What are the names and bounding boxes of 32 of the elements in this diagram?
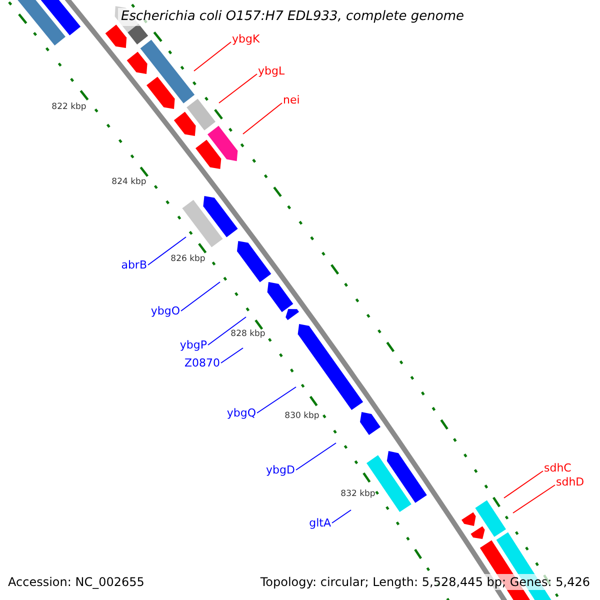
leader-line bbox=[504, 470, 544, 498]
genome-summary-text: Topology: circular; Length: 5,528,445 bp; Genes: 5,426 bbox=[258, 574, 592, 590]
scale-label: 824 kbp bbox=[112, 177, 146, 187]
gene-label: ybgD bbox=[265, 464, 296, 476]
leader-line bbox=[332, 510, 352, 524]
gene-label: Z0870 bbox=[183, 356, 221, 370]
leader-line bbox=[194, 42, 232, 72]
gene-label: abrB bbox=[120, 258, 148, 272]
leader-line bbox=[218, 74, 258, 104]
gene-label: gltA bbox=[308, 516, 332, 530]
scale-label: 826 kbp bbox=[170, 254, 206, 264]
scale-label: 830 kbp bbox=[284, 411, 320, 421]
gene-label: ybgQ bbox=[226, 406, 257, 420]
leader-line bbox=[296, 442, 336, 470]
gene-label: ybgL bbox=[257, 64, 286, 78]
gene-label: sdhD bbox=[555, 475, 586, 488]
gene-label: ybgO bbox=[150, 304, 181, 318]
scale-label: 822 kbp bbox=[52, 102, 86, 112]
scale-label: 832 kbp bbox=[340, 489, 376, 499]
leader-line bbox=[242, 102, 282, 134]
leader-line bbox=[148, 236, 186, 266]
gene-label: nei bbox=[282, 93, 301, 106]
leader-line bbox=[220, 348, 244, 364]
leader-line bbox=[208, 316, 246, 346]
gene-label: ybgP bbox=[178, 338, 208, 352]
leader-line bbox=[180, 282, 220, 312]
leader-line bbox=[256, 386, 296, 414]
leader-line bbox=[512, 484, 556, 514]
gene-label: ybgK bbox=[231, 32, 261, 46]
accession-text: Accession: NC_002655 bbox=[8, 574, 144, 590]
scale-label: 828 kbp bbox=[230, 329, 266, 339]
gene-label: sdhC bbox=[543, 461, 572, 474]
